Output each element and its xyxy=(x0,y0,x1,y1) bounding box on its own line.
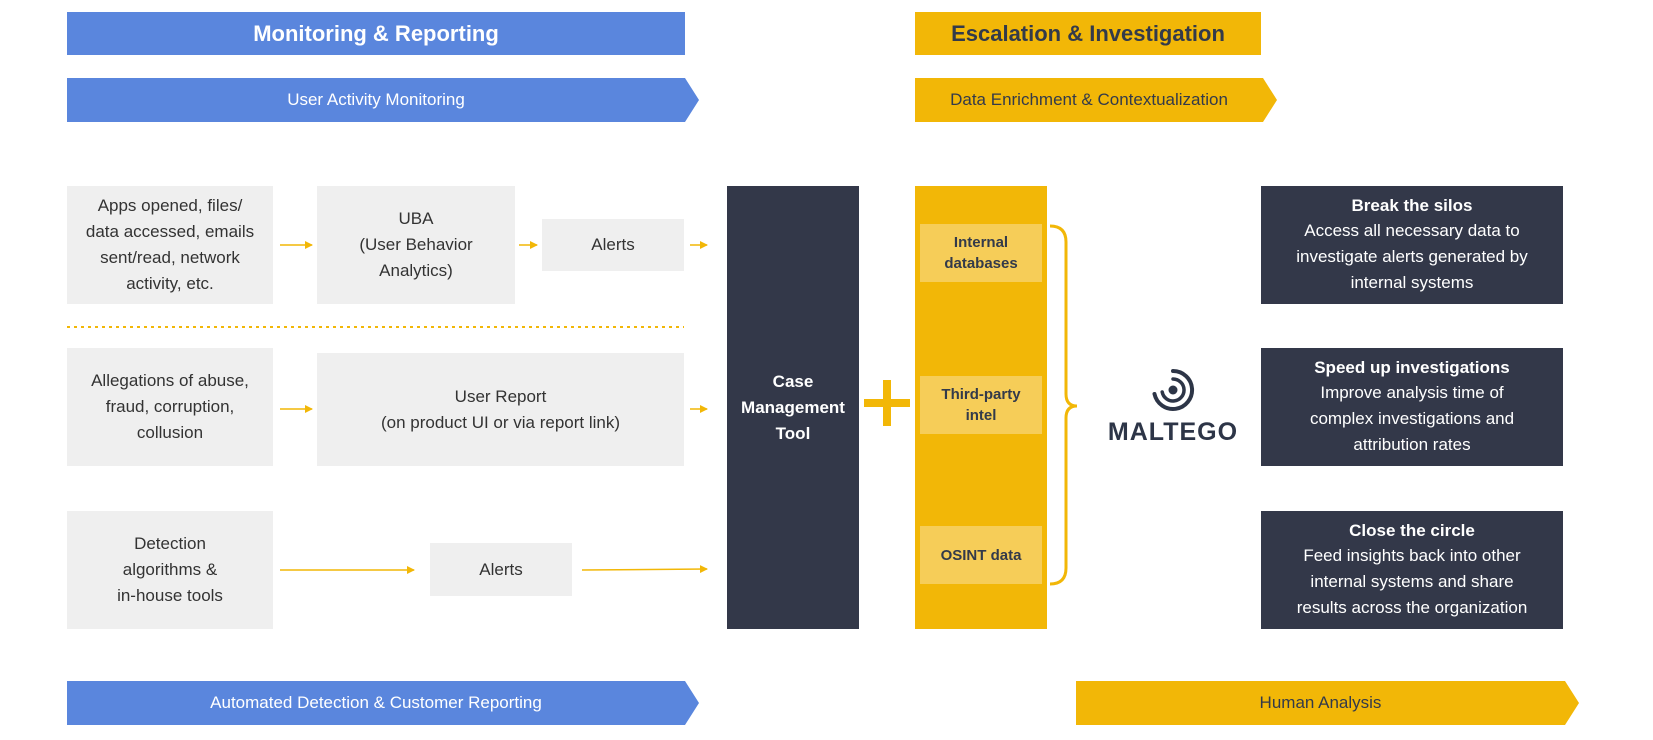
benefit-close-circle: Close the circle Feed insights back into… xyxy=(1261,511,1563,629)
osint-data-box: OSINT data xyxy=(920,526,1042,584)
benefit-speed-up: Speed up investigations Improve analysis… xyxy=(1261,348,1563,466)
detection-algorithms-box: Detection algorithms & in-house tools xyxy=(67,511,273,629)
user-report-box: User Report (on product UI or via report… xyxy=(317,353,684,466)
monitoring-reporting-header: Monitoring & Reporting xyxy=(67,12,685,55)
maltego-logo-icon xyxy=(1152,368,1195,411)
case-management-tool: Case Management Tool xyxy=(727,186,859,629)
data-enrichment-banner: Data Enrichment & Contextualization xyxy=(915,78,1277,122)
data-enrichment-label: Data Enrichment & Contextualization xyxy=(950,90,1228,109)
automated-detection-banner: Automated Detection & Customer Reporting xyxy=(67,681,699,725)
human-analysis-label: Human Analysis xyxy=(1259,693,1382,712)
human-analysis-banner: Human Analysis xyxy=(1076,681,1579,725)
uba-alerts-box: Alerts xyxy=(542,219,684,271)
maltego-wordmark: MALTEGO xyxy=(1107,418,1239,446)
benefit-title: Break the silos xyxy=(1351,196,1473,215)
benefit-title: Speed up investigations xyxy=(1314,358,1510,377)
user-activity-monitoring-banner: User Activity Monitoring xyxy=(67,78,699,122)
benefit-title: Close the circle xyxy=(1349,521,1475,540)
benefit-break-silos: Break the silos Access all necessary dat… xyxy=(1261,186,1563,304)
user-activity-monitoring-label: User Activity Monitoring xyxy=(287,90,465,109)
sources-bracket xyxy=(1049,224,1078,586)
automated-detection-label: Automated Detection & Customer Reporting xyxy=(210,693,542,712)
benefit-description: Improve analysis time of complex investi… xyxy=(1309,383,1515,454)
third-party-intel-box: Third-party intel xyxy=(920,376,1042,434)
uba-box: UBA (User Behavior Analytics) xyxy=(317,186,515,304)
benefit-description: Feed insights back into other internal s… xyxy=(1296,546,1528,617)
activity-source-box: Apps opened, files/ data accessed, email… xyxy=(67,186,273,304)
arrow-alerts-to-case-bottom xyxy=(581,565,708,574)
plus-icon xyxy=(864,380,910,426)
detection-alerts-box: Alerts xyxy=(430,543,572,596)
escalation-investigation-header: Escalation & Investigation xyxy=(915,12,1261,55)
maltego-logo: MALTEGO xyxy=(1100,368,1246,452)
allegations-source-box: Allegations of abuse, fraud, corruption,… xyxy=(67,348,273,466)
benefit-description: Access all necessary data to investigate… xyxy=(1296,221,1528,292)
internal-databases-box: Internal databases xyxy=(920,224,1042,282)
